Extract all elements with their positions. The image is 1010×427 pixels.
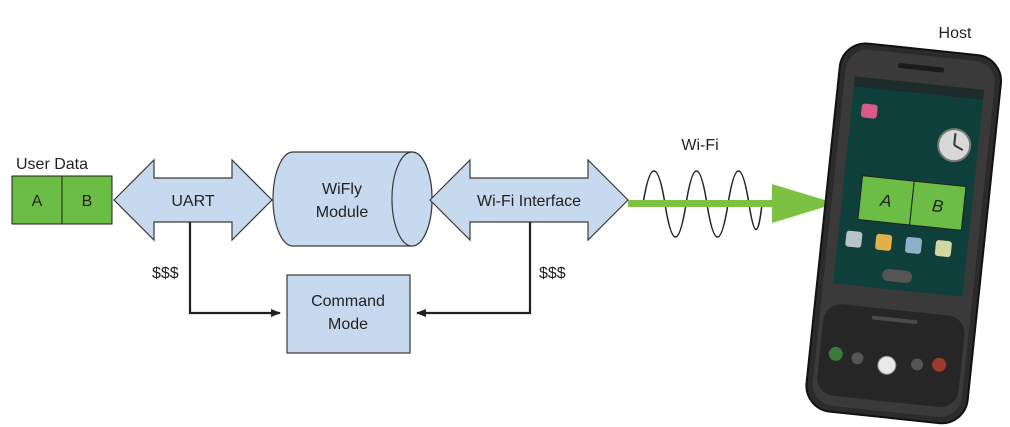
app-icon xyxy=(934,240,952,258)
uart-label: UART xyxy=(171,193,214,210)
user-data-block: A B xyxy=(11,175,113,225)
command-mode-box xyxy=(286,274,411,354)
user-data-cell-b-label: B xyxy=(82,193,93,210)
user-data-cell-a xyxy=(11,175,63,225)
call-button-icon xyxy=(828,346,843,361)
wifly-module-label-line2: Module xyxy=(316,204,369,221)
uart-double-arrow xyxy=(113,158,273,242)
home-button-icon xyxy=(851,352,864,365)
app-icon xyxy=(905,236,923,254)
host-phone: A B xyxy=(805,42,1003,425)
escape-sequence-right-label: $$$ xyxy=(539,265,566,282)
uart-to-command-line xyxy=(188,222,281,317)
end-call-button-icon xyxy=(932,357,947,372)
host-data-cell-a-label: A xyxy=(878,191,892,211)
wifi-wave-label: Wi-Fi xyxy=(681,137,718,154)
app-icon xyxy=(845,230,863,248)
host-data-cell-b xyxy=(909,180,967,231)
user-data-cell-b xyxy=(61,175,113,225)
back-button-icon xyxy=(911,358,924,371)
app-icon xyxy=(875,233,893,251)
command-mode-label-line1: Command xyxy=(311,293,385,310)
escape-sequence-left-label: $$$ xyxy=(152,265,179,282)
app-icon xyxy=(860,103,878,119)
trackball-icon xyxy=(877,355,897,375)
wifi-transmission-arrow xyxy=(628,184,836,223)
user-data-label: User Data xyxy=(16,156,88,173)
user-data-cell-a-label: A xyxy=(32,193,43,210)
clock-icon xyxy=(937,128,972,163)
wifi-to-command-line xyxy=(416,222,532,317)
host-label: Host xyxy=(939,25,972,42)
host-data-cell-b-label: B xyxy=(931,196,944,216)
command-mode-label-line2: Mode xyxy=(328,316,368,333)
wifi-interface-label: Wi-Fi Interface xyxy=(477,193,581,210)
wifly-module-cylinder xyxy=(272,151,433,247)
wifly-module-label-line1: WiFly xyxy=(322,181,362,198)
